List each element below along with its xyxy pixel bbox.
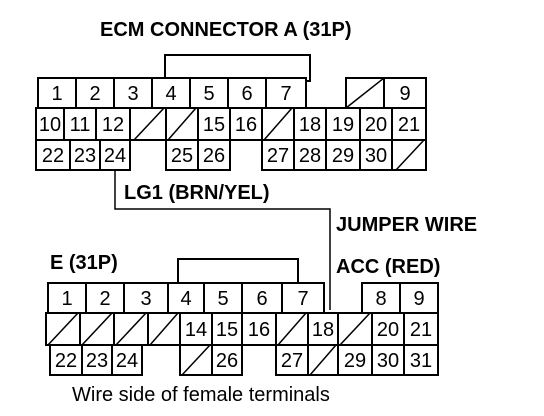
e-pin-31: 31 bbox=[410, 350, 432, 372]
a-slash-r2a bbox=[133, 107, 165, 141]
e-pin-29: 29 bbox=[344, 350, 366, 372]
e-slash-r2a bbox=[47, 312, 79, 346]
a-pin-5: 5 bbox=[203, 83, 214, 105]
a-pin-27: 27 bbox=[267, 145, 289, 167]
a-pin-24: 24 bbox=[104, 145, 126, 167]
wire-lg1-label: LG1 (BRN/YEL) bbox=[124, 182, 270, 204]
e-pin-21: 21 bbox=[410, 319, 432, 341]
e-cell-24 bbox=[111, 344, 143, 376]
a-pin-4: 4 bbox=[165, 83, 176, 105]
a-cell-10 bbox=[35, 107, 65, 141]
a-slash-r2b bbox=[167, 107, 197, 141]
a-pin-3: 3 bbox=[127, 83, 138, 105]
footer-note: Wire side of female terminals bbox=[72, 384, 330, 406]
e-pin-15: 15 bbox=[216, 319, 238, 341]
e-cell-31 bbox=[403, 344, 439, 376]
e-slash-r3b bbox=[309, 344, 337, 376]
acc-label: ACC (RED) bbox=[336, 256, 440, 278]
e-cell-22 bbox=[49, 344, 83, 376]
jumper-wire-line bbox=[114, 170, 331, 310]
e-slash-r2c bbox=[115, 312, 147, 346]
a-pin-9: 9 bbox=[399, 83, 410, 105]
a-cell-9 bbox=[383, 77, 427, 109]
e-cell-18 bbox=[307, 312, 339, 346]
e-slash-r2e bbox=[277, 312, 307, 346]
e-pin-9: 9 bbox=[413, 288, 424, 310]
a-pin-26: 26 bbox=[203, 145, 225, 167]
e-pin-23: 23 bbox=[86, 350, 108, 372]
e-slash-r2f bbox=[339, 312, 371, 346]
a-cell-16 bbox=[229, 107, 263, 141]
a-pin-23: 23 bbox=[74, 145, 96, 167]
a-pin-15: 15 bbox=[203, 114, 225, 136]
e-cell-16 bbox=[241, 312, 277, 346]
a-pin-10: 10 bbox=[39, 114, 61, 136]
e-pin-27: 27 bbox=[281, 350, 303, 372]
a-slash-r2c bbox=[263, 107, 293, 141]
e-pin-24: 24 bbox=[116, 350, 138, 372]
a-pin-1: 1 bbox=[51, 83, 62, 105]
e-cell-7 bbox=[281, 282, 325, 314]
a-slash-r3 bbox=[395, 139, 425, 171]
a-cell-21 bbox=[391, 107, 427, 141]
e-slash-r3a bbox=[181, 344, 211, 376]
a-cell-27 bbox=[261, 139, 295, 171]
e-pin-18: 18 bbox=[312, 319, 334, 341]
e-pin-2: 2 bbox=[99, 288, 110, 310]
e-pin-1: 1 bbox=[61, 288, 72, 310]
a-pin-21: 21 bbox=[398, 114, 420, 136]
e-cell-30 bbox=[371, 344, 405, 376]
e-pin-22: 22 bbox=[55, 350, 77, 372]
a-pin-12: 12 bbox=[102, 114, 124, 136]
a-cell-29 bbox=[325, 139, 361, 171]
e-cell-9 bbox=[399, 282, 439, 314]
e-cell-5 bbox=[203, 282, 243, 314]
a-cell-26 bbox=[197, 139, 231, 171]
e-cell-3 bbox=[123, 282, 169, 314]
a-cell-23 bbox=[69, 139, 101, 171]
a-pin-22: 22 bbox=[42, 145, 64, 167]
a-pin-25: 25 bbox=[171, 145, 193, 167]
a-pin-7: 7 bbox=[280, 83, 291, 105]
e-pin-20: 20 bbox=[377, 319, 399, 341]
a-cell-18 bbox=[293, 107, 327, 141]
e-pin-7: 7 bbox=[297, 288, 308, 310]
a-pin-30: 30 bbox=[365, 145, 387, 167]
e-pin-30: 30 bbox=[377, 350, 399, 372]
e-pin-26: 26 bbox=[216, 350, 238, 372]
a-pin-6: 6 bbox=[241, 83, 252, 105]
e-pin-6: 6 bbox=[256, 288, 267, 310]
e-slash-r2d bbox=[149, 312, 179, 346]
e-pin-8: 8 bbox=[375, 288, 386, 310]
connector-a-title: ECM CONNECTOR A (31P) bbox=[100, 19, 352, 41]
jumper-wire-label: JUMPER WIRE bbox=[336, 214, 477, 236]
a-pin-19: 19 bbox=[332, 114, 354, 136]
a-cell-7 bbox=[265, 77, 307, 109]
a-pin-18: 18 bbox=[299, 114, 321, 136]
e-pin-5: 5 bbox=[217, 288, 228, 310]
a-pin-2: 2 bbox=[89, 83, 100, 105]
e-pin-3: 3 bbox=[140, 288, 151, 310]
e-pin-16: 16 bbox=[248, 319, 270, 341]
a-cell-28 bbox=[293, 139, 327, 171]
a-pin-20: 20 bbox=[365, 114, 387, 136]
a-pin-11: 11 bbox=[70, 114, 91, 136]
a-pin-28: 28 bbox=[299, 145, 321, 167]
connector-e-title: E (31P) bbox=[50, 252, 118, 274]
connector-e-lock-tab bbox=[177, 258, 299, 286]
e-cell-26 bbox=[211, 344, 243, 376]
connector-e: 1 2 3 4 5 6 7 8 9 14 15 16 18 20 21 22 2… bbox=[45, 258, 439, 376]
a-pin-16: 16 bbox=[235, 114, 257, 136]
a-slash-r1 bbox=[345, 77, 385, 109]
e-pin-4: 4 bbox=[180, 288, 191, 310]
e-pin-14: 14 bbox=[185, 319, 207, 341]
e-slash-r2b bbox=[81, 312, 113, 346]
e-cell-29 bbox=[337, 344, 373, 376]
connector-a: 1 2 3 4 5 6 7 9 10 11 12 15 16 18 19 20 … bbox=[35, 54, 427, 171]
a-pin-29: 29 bbox=[332, 145, 354, 167]
